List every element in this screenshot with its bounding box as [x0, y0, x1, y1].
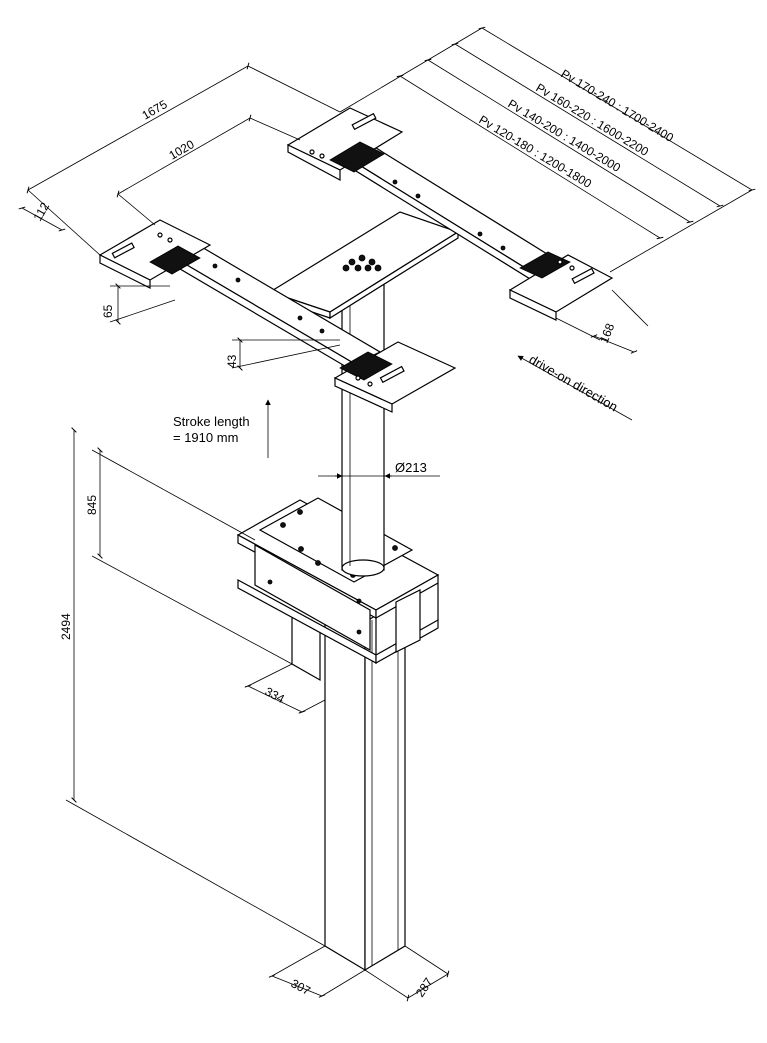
drive-on-arrow [517, 355, 633, 421]
pad-front [333, 341, 457, 413]
dim-total-height: 2494 [59, 613, 73, 640]
pad-right [508, 251, 614, 321]
dim-post-width: 307 [289, 976, 314, 998]
dim-column-diameter: Ø213 [395, 460, 427, 475]
stroke-length-label: Stroke length [173, 414, 250, 429]
lift-column [341, 277, 385, 577]
dim-arm-height: 43 [225, 354, 239, 368]
pad-left [98, 219, 212, 289]
base-housing [236, 497, 440, 682]
lower-post [324, 596, 406, 972]
dim-base-height: 845 [85, 495, 99, 515]
drive-on-direction-label: drive-on direction [527, 352, 621, 415]
dim-pad-width: 168 [597, 321, 618, 345]
dim-inner-width: 1020 [167, 137, 197, 163]
center-bolt-pattern [342, 254, 382, 272]
dim-arm-thickness: 65 [101, 304, 115, 318]
dim-post-depth: 287 [413, 975, 436, 1000]
dim-pad-offset: 112 [30, 200, 52, 224]
pad-top [286, 107, 404, 182]
stroke-length-value: = 1910 mm [173, 430, 238, 445]
dimension-lines [18, 26, 756, 1002]
